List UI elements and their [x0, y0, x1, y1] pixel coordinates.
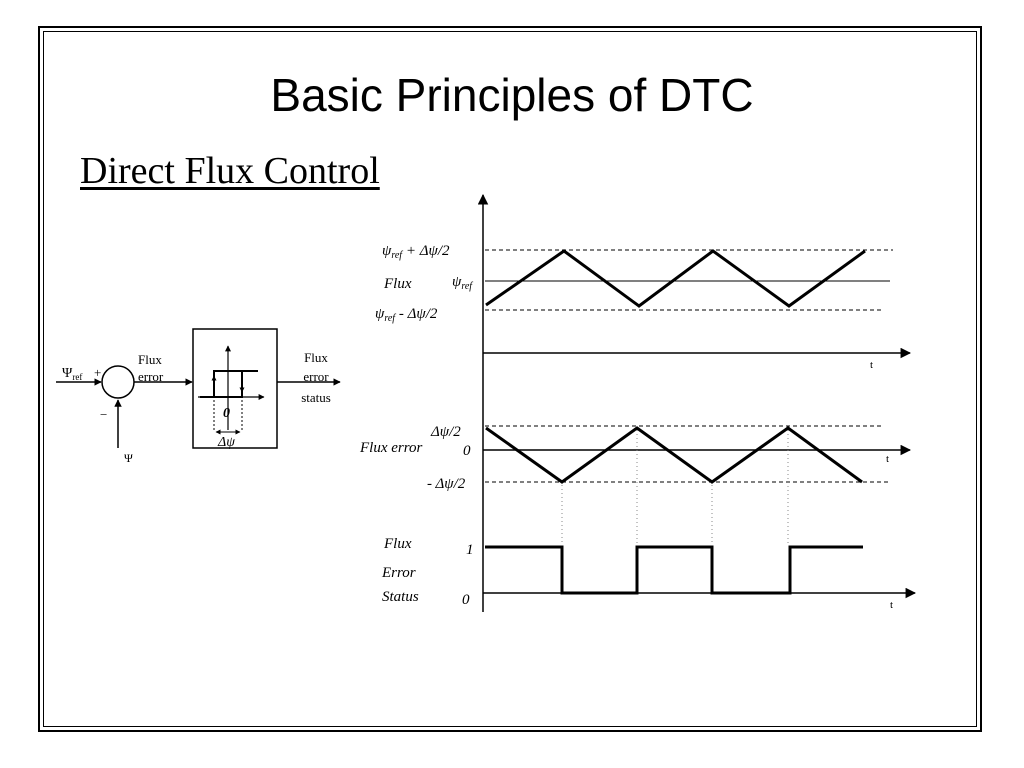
flux-lower-label: ψref - Δψ/2	[375, 306, 438, 324]
status-waveform	[485, 545, 863, 595]
output-label-2: error	[303, 369, 329, 384]
error-zero-label: 0	[463, 443, 471, 459]
slide-border-inner	[43, 31, 977, 727]
output-label-3: status	[301, 390, 331, 405]
error-upper-label: Δψ/2	[430, 424, 461, 440]
slide-title: Basic Principles of DTC	[270, 69, 754, 121]
status-series-label-3: Status	[382, 589, 419, 605]
error-time-label: t	[886, 453, 889, 465]
flux-time-label: t	[870, 359, 873, 371]
switching-guides	[561, 430, 789, 545]
flux-plot: t ψref + Δψ/2 Flux ψref ψref - Δψ/2	[375, 243, 912, 371]
slide-border-outer	[38, 26, 982, 732]
hysteresis-band-label: Δψ	[217, 435, 235, 450]
flux-series-label: Flux	[383, 276, 412, 292]
slide-subtitle: Direct Flux Control	[80, 150, 380, 192]
status-plot: t 1 0 Flux Error Status	[381, 536, 917, 611]
ref-input-label: Ψref	[62, 366, 82, 382]
error-waveform	[485, 426, 863, 484]
hysteresis-block	[192, 328, 278, 449]
feedback-label: Ψ	[124, 451, 133, 465]
flux-upper-label: ψref + Δψ/2	[382, 243, 450, 261]
summing-junction	[101, 365, 135, 399]
error-plot: t Δψ/2 Flux error 0 - Δψ/2	[359, 424, 912, 492]
plus-sign: +	[94, 365, 101, 380]
status-low-label: 0	[462, 592, 470, 608]
status-series-label-2: Error	[381, 565, 416, 581]
status-series-label-1: Flux	[383, 536, 412, 552]
minus-sign: −	[100, 407, 107, 422]
error-series-label: Flux error	[359, 440, 423, 456]
hysteresis-zero: 0	[223, 406, 230, 421]
flux-ref-label: ψref	[452, 274, 473, 292]
status-time-label: t	[890, 599, 893, 611]
error-lower-label: - Δψ/2	[427, 476, 466, 492]
flux-waveform	[485, 249, 866, 308]
error-label-2: error	[138, 369, 164, 384]
error-label-1: Flux	[138, 352, 162, 367]
output-label-1: Flux	[304, 350, 328, 365]
block-diagram: Ψref + − Ψ Flux error 0 Δψ Flux error st…	[56, 328, 341, 465]
status-high-label: 1	[466, 542, 474, 558]
